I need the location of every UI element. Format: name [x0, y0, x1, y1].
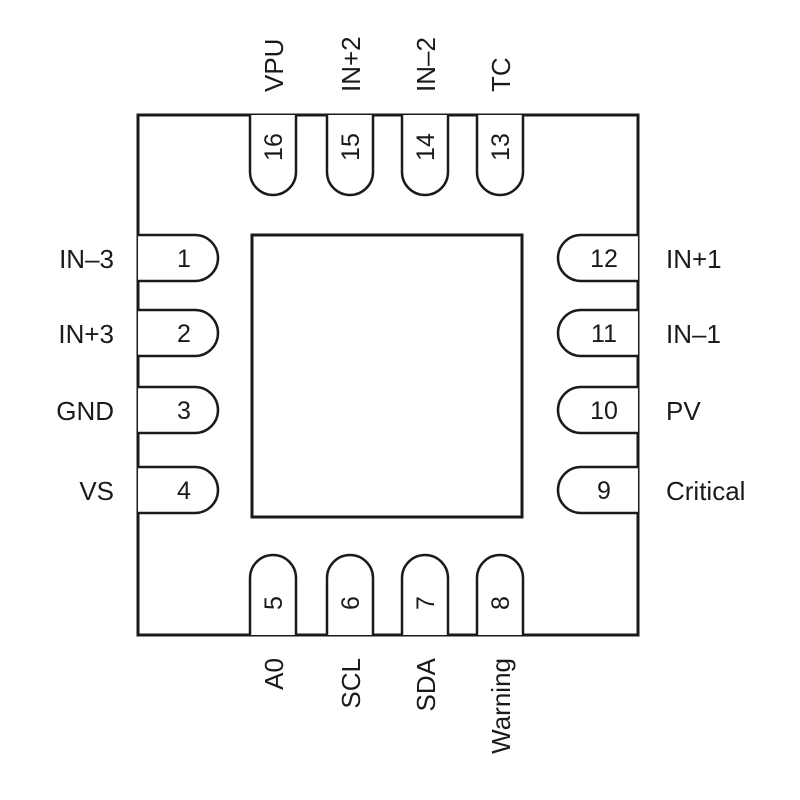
pin-number: 1 — [177, 245, 191, 273]
pin-pad — [400, 115, 450, 197]
pin-number: 11 — [591, 320, 617, 348]
pin-15: 15 IN+2 — [325, 36, 375, 197]
pin-9: 9 Critical — [556, 465, 745, 515]
pin-signal-label: TC — [486, 57, 516, 92]
pin-pad — [138, 465, 220, 515]
pin-16: 16 VPU — [248, 39, 298, 197]
pin-pad — [248, 553, 298, 635]
pin-signal-label: A0 — [259, 658, 289, 690]
pin-pad — [556, 233, 638, 283]
pin-signal-label: Warning — [486, 658, 516, 754]
pin-pad — [138, 308, 220, 358]
pin-14: 14 IN–2 — [400, 37, 450, 197]
pin-10: 10 PV — [556, 385, 701, 435]
pin-pad — [325, 553, 375, 635]
pin-signal-label: IN–3 — [59, 244, 114, 274]
pin-number: 15 — [337, 133, 365, 161]
pin-signal-label: PV — [666, 396, 701, 426]
pin-number: 5 — [260, 596, 288, 610]
pin-signal-label: VPU — [259, 39, 289, 92]
pin-number: 9 — [597, 477, 611, 505]
pin-pad — [556, 308, 638, 358]
pin-11: 11 IN–1 — [556, 308, 721, 358]
pin-signal-label: Critical — [666, 476, 745, 506]
pin-signal-label: VS — [79, 476, 114, 506]
pin-number: 2 — [177, 320, 191, 348]
pin-12: 12 IN+1 — [556, 233, 722, 283]
pin-signal-label: IN+1 — [666, 244, 722, 274]
pin-3: 3 GND — [56, 385, 220, 435]
pin-pad — [138, 385, 220, 435]
pin-4: 4 VS — [79, 465, 220, 515]
pin-5: 5A0 — [248, 553, 298, 690]
pin-signal-label: IN+2 — [336, 36, 366, 92]
pin-13: 13 TC — [475, 57, 525, 197]
pin-number: 14 — [412, 133, 440, 161]
pin-number: 13 — [487, 133, 515, 161]
pin-2: 2 IN+3 — [58, 308, 220, 358]
pin-1: 1 IN–3 — [59, 233, 220, 283]
pin-signal-label: IN–1 — [666, 319, 721, 349]
pin-signal-label: IN+3 — [58, 319, 114, 349]
pin-signal-label: GND — [56, 396, 114, 426]
pin-number: 7 — [412, 596, 440, 610]
pin-signal-label: IN–2 — [411, 37, 441, 92]
pin-pad — [556, 385, 638, 435]
pin-number: 16 — [260, 133, 288, 161]
pin-signal-label: SDA — [411, 657, 441, 711]
pin-pad — [325, 115, 375, 197]
pin-number: 4 — [177, 477, 191, 505]
pin-number: 12 — [590, 245, 618, 273]
pin-pad — [400, 553, 450, 635]
pin-pad — [138, 233, 220, 283]
pin-number: 10 — [590, 397, 618, 425]
pin-pad — [475, 115, 525, 197]
pin-number: 3 — [177, 397, 191, 425]
pin-pad — [556, 465, 638, 515]
thermal-pad — [250, 233, 524, 519]
pin-pad — [475, 553, 525, 635]
pin-signal-label: SCL — [336, 658, 366, 709]
pin-number: 8 — [487, 596, 515, 610]
pin-pad — [248, 115, 298, 197]
pin-number: 6 — [337, 596, 365, 610]
